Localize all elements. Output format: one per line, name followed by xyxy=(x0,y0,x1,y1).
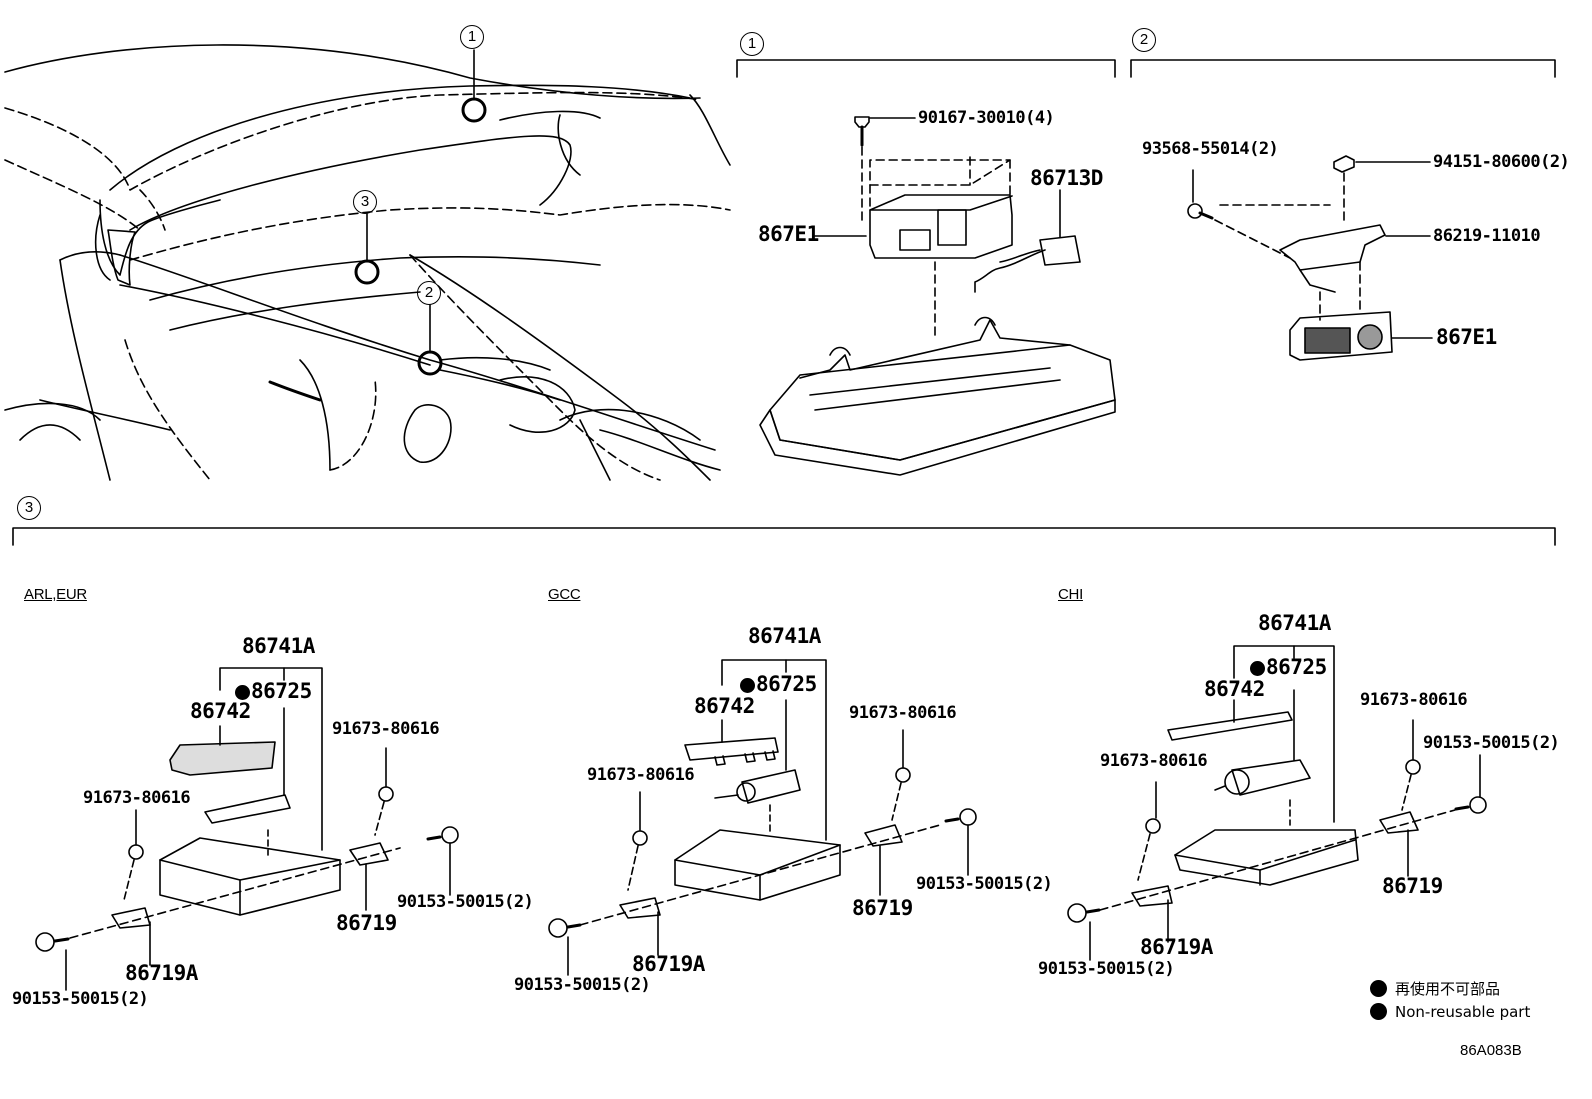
part-label-cover: 86742 xyxy=(190,699,251,723)
part-label-clip: 91673-80616 xyxy=(332,719,440,739)
part-number: 86725 xyxy=(1266,655,1327,679)
part-label-assembly: 86741A xyxy=(242,634,315,658)
part-label-bracket: 86719 xyxy=(852,896,913,920)
callout-marker-3: 3 xyxy=(353,190,377,214)
part-label-bracket: 86719 xyxy=(1382,874,1443,898)
part-label-clip: 91673-80616 xyxy=(849,703,957,723)
part-label-bolt: 90153-50015(2) xyxy=(514,975,651,995)
non-reusable-dot-icon xyxy=(740,678,755,693)
part-label-unit: 867E1 xyxy=(1436,325,1497,349)
non-reusable-dot-icon xyxy=(1370,1003,1387,1020)
callout-marker-1: 1 xyxy=(460,25,484,49)
legend-japanese: 再使用不可部品 xyxy=(1370,978,1500,999)
part-label-bolt: 90153-50015(2) xyxy=(1423,733,1560,753)
legend-text: 再使用不可部品 xyxy=(1395,980,1501,998)
part-label-non-reusable: 86725 xyxy=(1250,655,1327,679)
part-label-clip: 91673-80616 xyxy=(1360,690,1468,710)
part-label-clip: 91673-80616 xyxy=(83,788,191,808)
part-label-bolt: 90153-50015(2) xyxy=(397,892,534,912)
part-label-unit: 867E1 xyxy=(758,222,819,246)
section-1-marker: 1 xyxy=(740,32,764,56)
legend-text: Non-reusable part xyxy=(1395,1003,1531,1021)
section-1-exploded-view xyxy=(736,59,1116,476)
callout-marker-2: 2 xyxy=(417,281,441,305)
part-label-assembly: 86741A xyxy=(1258,611,1331,635)
region-title: CHI xyxy=(1058,586,1083,603)
section-2-exploded-view xyxy=(1130,59,1556,361)
part-label-bracket: 86719A xyxy=(1140,935,1213,959)
variant-chi-exploded xyxy=(1067,645,1487,961)
part-label-cover: 86742 xyxy=(694,694,755,718)
part-label-bolt: 90153-50015(2) xyxy=(12,989,149,1009)
part-label-bracket: 86719A xyxy=(125,961,198,985)
section-3-frame xyxy=(12,527,1556,546)
part-label-connector: 86713D xyxy=(1030,166,1103,190)
part-number: 86725 xyxy=(251,679,312,703)
section-2-marker: 2 xyxy=(1132,28,1156,52)
part-label-bracket: 86719A xyxy=(632,952,705,976)
section-3-marker: 3 xyxy=(17,496,41,520)
part-label-cover: 86742 xyxy=(1204,677,1265,701)
variant-arl-eur-exploded xyxy=(35,667,459,991)
part-label-bolt: 93568-55014(2) xyxy=(1142,139,1279,159)
car-interior-illustration xyxy=(4,44,731,481)
part-label-non-reusable: 86725 xyxy=(235,679,312,703)
part-label-bolt: 90153-50015(2) xyxy=(1038,959,1175,979)
non-reusable-dot-icon xyxy=(235,685,250,700)
part-label-bracket: 86219-11010 xyxy=(1433,226,1541,246)
part-label-clip: 91673-80616 xyxy=(587,765,695,785)
part-label-screw: 90167-30010(4) xyxy=(918,108,1055,128)
part-label-bracket: 86719 xyxy=(336,911,397,935)
region-title: GCC xyxy=(548,586,581,603)
part-label-nut: 94151-80600(2) xyxy=(1433,152,1570,172)
non-reusable-dot-icon xyxy=(1250,661,1265,676)
non-reusable-dot-icon xyxy=(1370,980,1387,997)
part-label-non-reusable: 86725 xyxy=(740,672,817,696)
part-label-clip: 91673-80616 xyxy=(1100,751,1208,771)
part-label-bolt: 90153-50015(2) xyxy=(916,874,1053,894)
legend-english: Non-reusable part xyxy=(1370,1003,1530,1021)
variant-gcc-exploded xyxy=(548,659,977,976)
region-title: ARL,EUR xyxy=(24,586,87,603)
part-label-assembly: 86741A xyxy=(748,624,821,648)
diagram-code: 86A083B xyxy=(1460,1042,1522,1059)
part-number: 86725 xyxy=(756,672,817,696)
